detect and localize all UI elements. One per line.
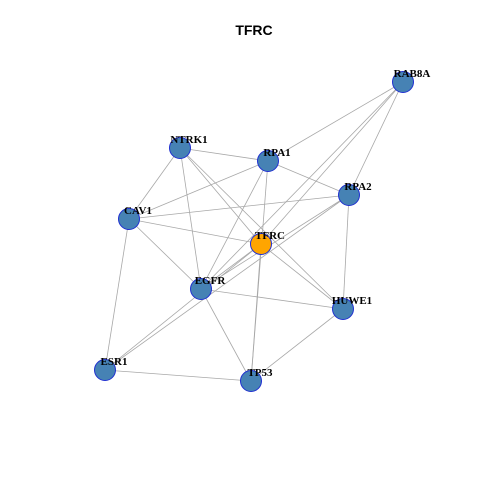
node-label-tfrc: TFRC [255,230,285,242]
node-ntrk1[interactable] [169,137,191,159]
node-rab8a[interactable] [392,71,414,93]
node-label-egfr: EGFR [195,275,227,287]
node-tp53[interactable] [240,370,262,392]
diagram-title: TFRC [235,22,272,38]
node-layer [94,71,414,392]
edge-rab8a-egfr [200,81,404,290]
edge-rpa2-esr1 [104,194,350,371]
node-rpa2[interactable] [338,184,360,206]
edge-ntrk1-tfrc [179,147,262,245]
edge-rab8a-rpa2 [348,81,404,196]
edge-rab8a-rpa1 [267,81,404,162]
edge-tfrc-esr1 [104,243,262,371]
edge-cav1-esr1 [104,218,130,371]
node-label-rpa2: RPA2 [344,181,372,193]
edge-rpa1-rpa2 [267,160,350,196]
edge-layer [104,81,404,382]
node-label-huwe1: HUWE1 [332,295,372,307]
edge-esr1-tp53 [104,369,252,382]
node-cav1[interactable] [118,208,140,230]
edge-rpa2-egfr [200,194,350,290]
node-egfr[interactable] [190,278,212,300]
edge-rab8a-tfrc [260,81,404,245]
edge-rpa1-cav1 [128,160,269,220]
edge-tfrc-egfr [200,243,262,290]
node-label-ntrk1: NTRK1 [170,134,207,146]
node-label-esr1: ESR1 [101,356,128,368]
edge-huwe1-tp53 [250,308,344,382]
node-huwe1[interactable] [332,298,354,320]
node-label-rab8a: RAB8A [394,68,431,80]
edge-rpa2-huwe1 [342,194,350,310]
edge-tfrc-tp53 [250,243,262,382]
node-label-cav1: CAV1 [124,205,152,217]
edge-ntrk1-egfr [179,147,202,290]
node-esr1[interactable] [94,359,116,381]
node-label-tp53: TP53 [247,367,273,379]
edge-egfr-huwe1 [200,288,344,310]
edge-rpa1-egfr [200,160,269,290]
edge-egfr-tp53 [200,288,252,382]
edge-ntrk1-cav1 [128,147,181,220]
edge-tfrc-huwe1 [260,243,344,310]
edge-cav1-tfrc [128,218,262,245]
node-rpa1[interactable] [257,150,279,172]
node-tfrc[interactable] [250,233,272,255]
node-label-rpa1: RPA1 [263,147,290,159]
edge-ntrk1-huwe1 [179,147,344,310]
edge-ntrk1-rpa1 [179,147,269,162]
edge-rpa2-cav1 [128,194,350,220]
edge-cav1-egfr [128,218,202,290]
